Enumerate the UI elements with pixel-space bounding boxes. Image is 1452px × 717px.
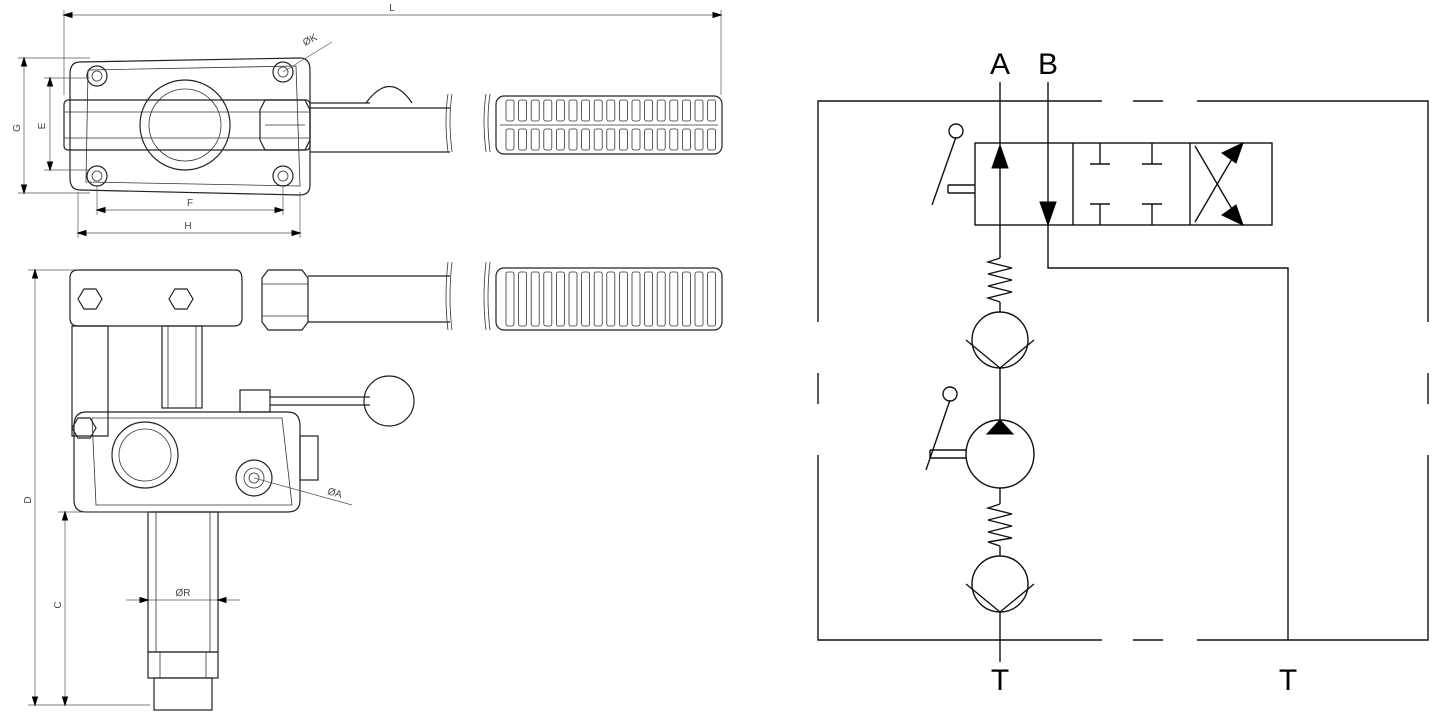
- check-valve-lower: [965, 503, 1035, 613]
- dim-G-label: G: [12, 124, 23, 132]
- pump-side-view: [69, 261, 723, 711]
- hand-pump-symbol: [925, 386, 1035, 489]
- port-A-label: A: [990, 48, 1010, 81]
- port-T2-label: T: [1279, 664, 1297, 697]
- pump-top-view: [63, 57, 723, 196]
- directional-valve: [931, 123, 1273, 227]
- dim-D-label: D: [23, 496, 34, 503]
- port-B-label: B: [1038, 48, 1058, 81]
- enclosure-boundary: [817, 100, 1429, 641]
- dim-H-label: H: [184, 221, 191, 232]
- dim-E-label: E: [37, 122, 48, 129]
- hydraulic-schematic: A B T T: [817, 48, 1429, 697]
- dim-R-label: ØR: [176, 588, 191, 599]
- port-T1-label: T: [991, 664, 1009, 697]
- technical-drawing: L ØK G E F H: [12, 3, 723, 711]
- check-valve-upper: [965, 257, 1035, 369]
- dim-A-label: ØA: [326, 486, 343, 501]
- top-view-dimensions: L ØK G E F H: [12, 3, 723, 238]
- dim-K-label: ØK: [301, 32, 319, 49]
- hydraulic-lines: [999, 82, 1289, 662]
- dim-L-label: L: [389, 3, 395, 14]
- dim-C-label: C: [53, 601, 64, 608]
- dim-F-label: F: [187, 198, 193, 209]
- side-view-dimensions: D C ØA ØR: [23, 268, 353, 707]
